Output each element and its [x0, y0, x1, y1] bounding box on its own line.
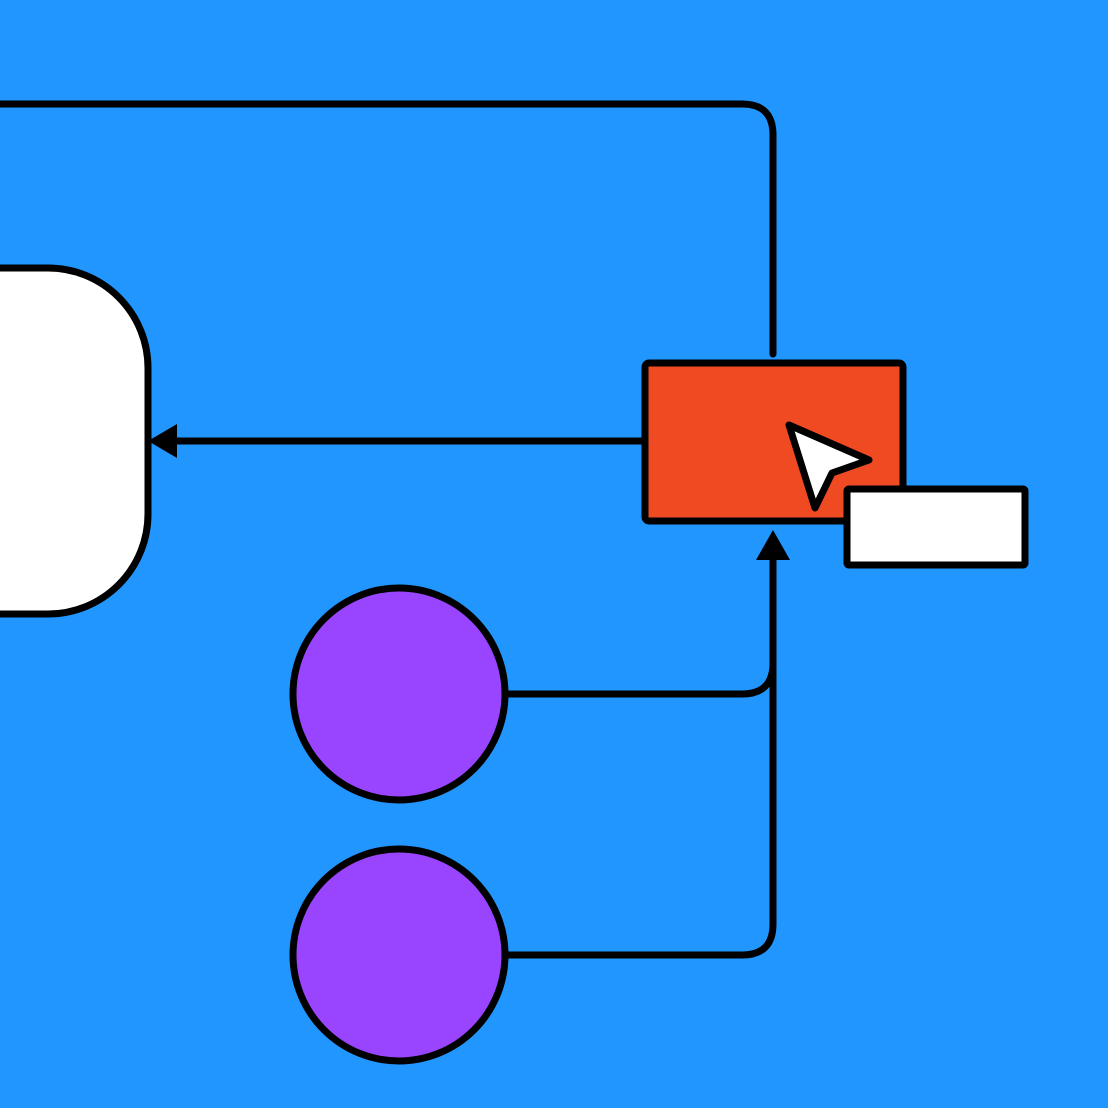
process-node[interactable] — [641, 359, 907, 525]
connector-input-1-to-process — [505, 662, 777, 698]
arrowhead-process — [756, 530, 790, 560]
arrowhead-terminal — [148, 424, 177, 458]
mouse-pointer-icon — [785, 421, 873, 512]
terminal-node[interactable] — [0, 264, 152, 618]
connector-input-2-to-process — [505, 560, 777, 959]
tooltip-box — [843, 485, 1029, 569]
input-node-2[interactable] — [289, 845, 509, 1065]
loop-connector — [0, 100, 777, 358]
input-node-1[interactable] — [289, 584, 509, 804]
